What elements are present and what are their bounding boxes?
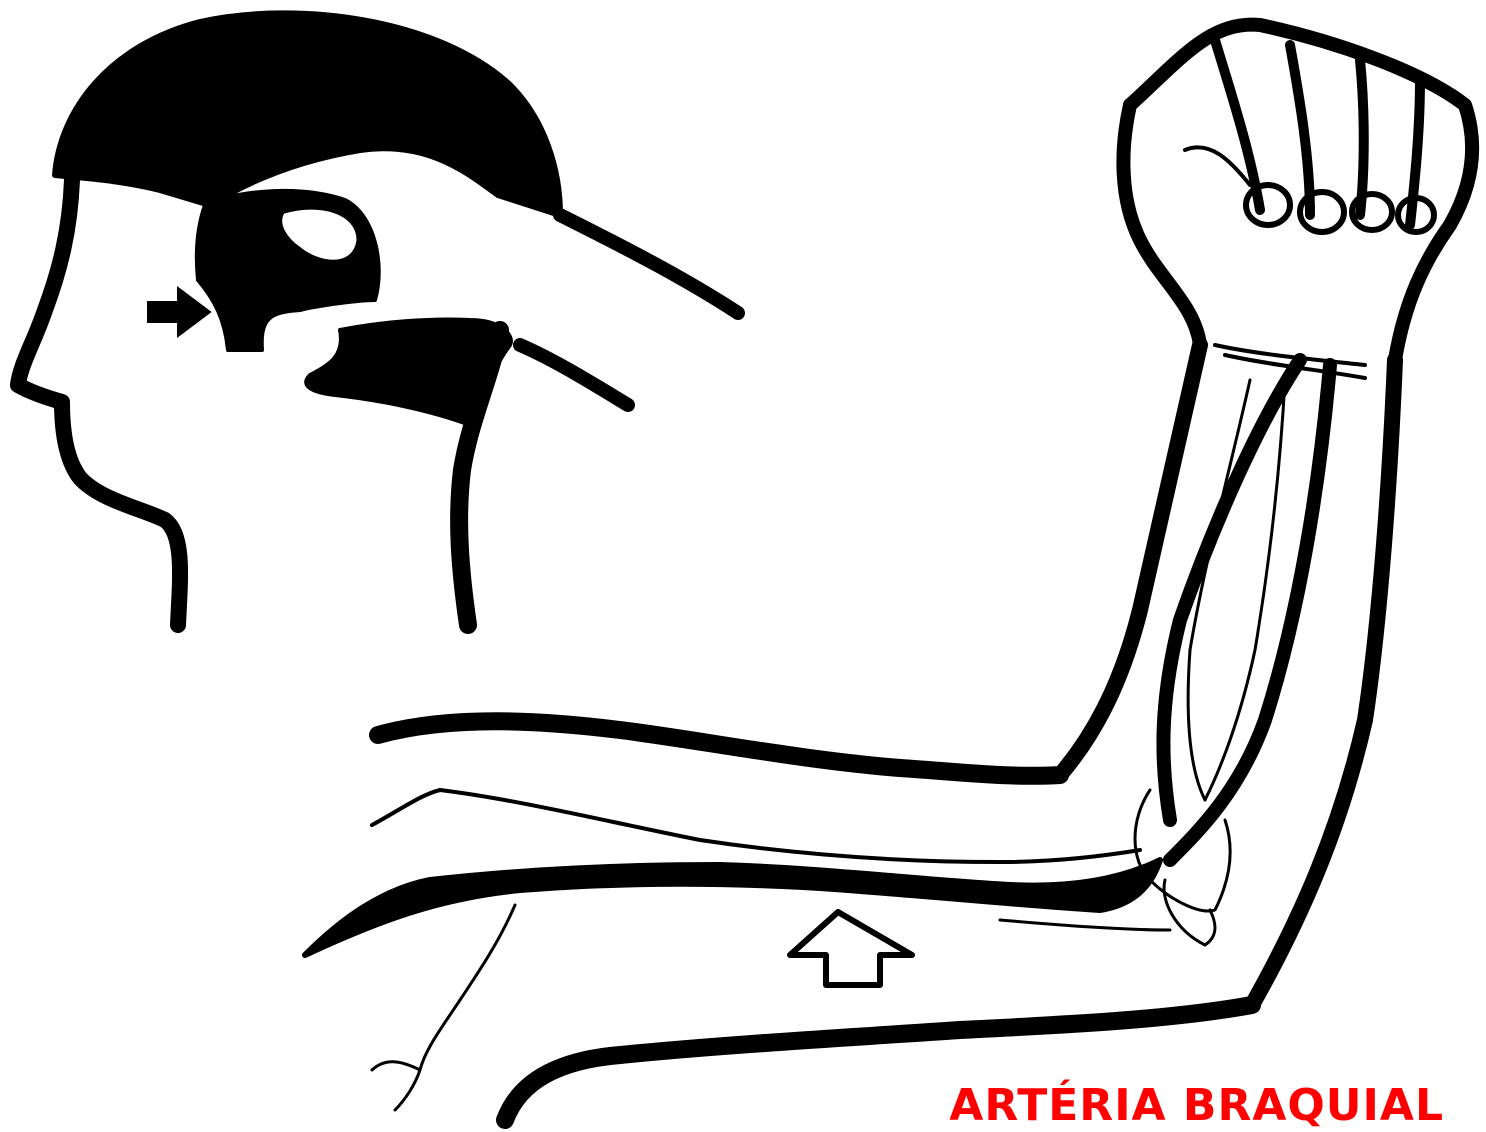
finger-upper (560, 215, 738, 313)
temporal-pulse-arrow-icon (148, 288, 210, 336)
thumb (1185, 147, 1250, 185)
brachial-pulse-arrow-icon (790, 912, 912, 985)
caption-label: ARTÉRIA BRAQUIAL (949, 1082, 1444, 1130)
finger-2 (1290, 45, 1310, 215)
finger-4 (1410, 80, 1420, 225)
upper-arm-top (378, 721, 1060, 776)
branch-vessel (372, 905, 515, 1110)
upper-arm-contour (372, 790, 1140, 862)
fist-wrist-left (1123, 105, 1200, 345)
brachial-artery (305, 860, 1160, 955)
face-profile (18, 180, 180, 625)
finger-3 (1360, 60, 1364, 215)
tendon-b (1205, 380, 1285, 800)
hair (55, 13, 560, 215)
head-figure (18, 13, 738, 625)
elbow-fold (1000, 920, 1170, 930)
finger-1 (1215, 40, 1260, 210)
forearm-left-edge (1060, 345, 1200, 775)
knuckle-1 (1246, 185, 1290, 225)
finger-lower (520, 345, 628, 405)
